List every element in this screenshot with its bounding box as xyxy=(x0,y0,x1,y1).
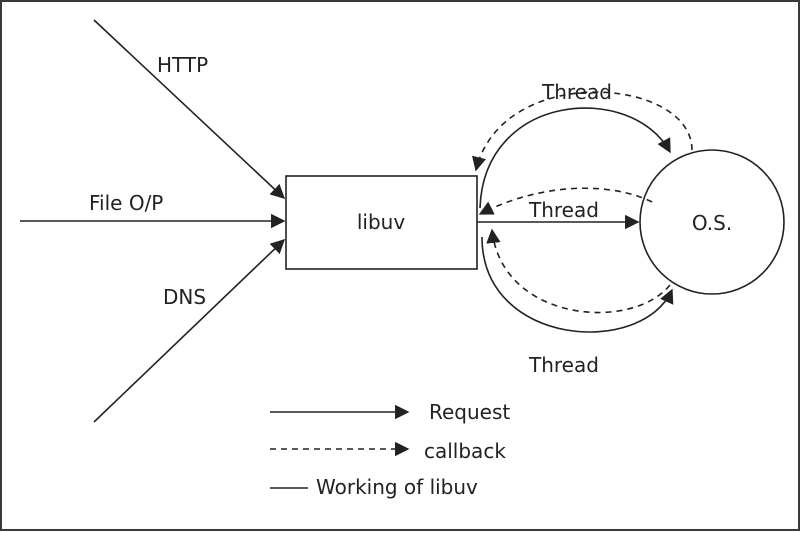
legend-working-label: Working of libuv xyxy=(316,475,478,499)
os-label: O.S. xyxy=(692,211,732,235)
os-circle xyxy=(639,149,785,295)
legend-callback-label: callback xyxy=(424,439,506,463)
middle-callback-arrow xyxy=(478,187,653,215)
dns-label: DNS xyxy=(163,285,206,309)
top-request-arrow xyxy=(479,107,671,209)
dns-arrow xyxy=(93,239,286,423)
thread-label-bottom: Thread xyxy=(528,353,599,377)
http-label: HTTP xyxy=(157,53,208,77)
bottom-callback-arrow xyxy=(486,228,671,314)
libuv-label: libuv xyxy=(357,210,405,234)
top-callback-arrow xyxy=(472,91,693,172)
thread-label-top: Thread xyxy=(541,80,612,104)
thread-label-middle: Thread xyxy=(528,198,599,222)
file-label: File O/P xyxy=(89,191,163,215)
http-arrow xyxy=(93,19,286,199)
bottom-request-arrow xyxy=(481,236,674,333)
legend-request-label: Request xyxy=(429,400,510,424)
